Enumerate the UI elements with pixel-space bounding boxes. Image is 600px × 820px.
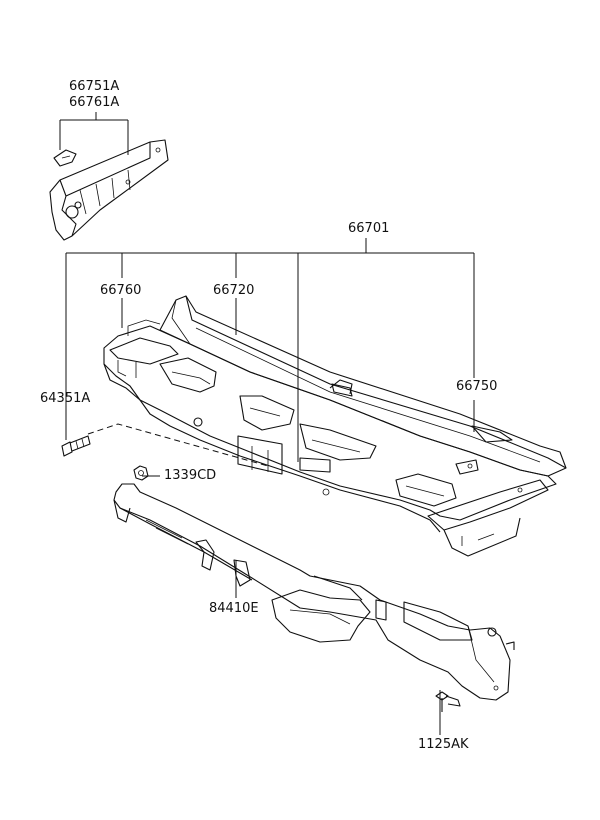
label-crossmember: 84410E — [209, 601, 259, 616]
label-screw: 1125AK — [418, 737, 469, 752]
cowl-panel — [103, 295, 567, 557]
label-bolt: 64351A — [40, 391, 91, 406]
label-cowl-top: 66720 — [213, 283, 255, 298]
label-bracket-a: 66751A — [69, 79, 120, 94]
label-nut: 1339CD — [164, 468, 217, 483]
label-cowl-right: 66750 — [456, 379, 498, 394]
crossmember-84410e — [113, 483, 515, 701]
nut-1339cd — [133, 465, 149, 481]
label-cowl-assy: 66701 — [348, 221, 390, 236]
bolt-64351a — [61, 435, 91, 457]
bracket-66751a — [49, 139, 169, 241]
leader-lines — [59, 112, 475, 735]
label-cowl-left: 66760 — [100, 283, 142, 298]
label-bracket-b: 66761A — [69, 95, 120, 110]
screw-1125ak — [435, 691, 461, 712]
